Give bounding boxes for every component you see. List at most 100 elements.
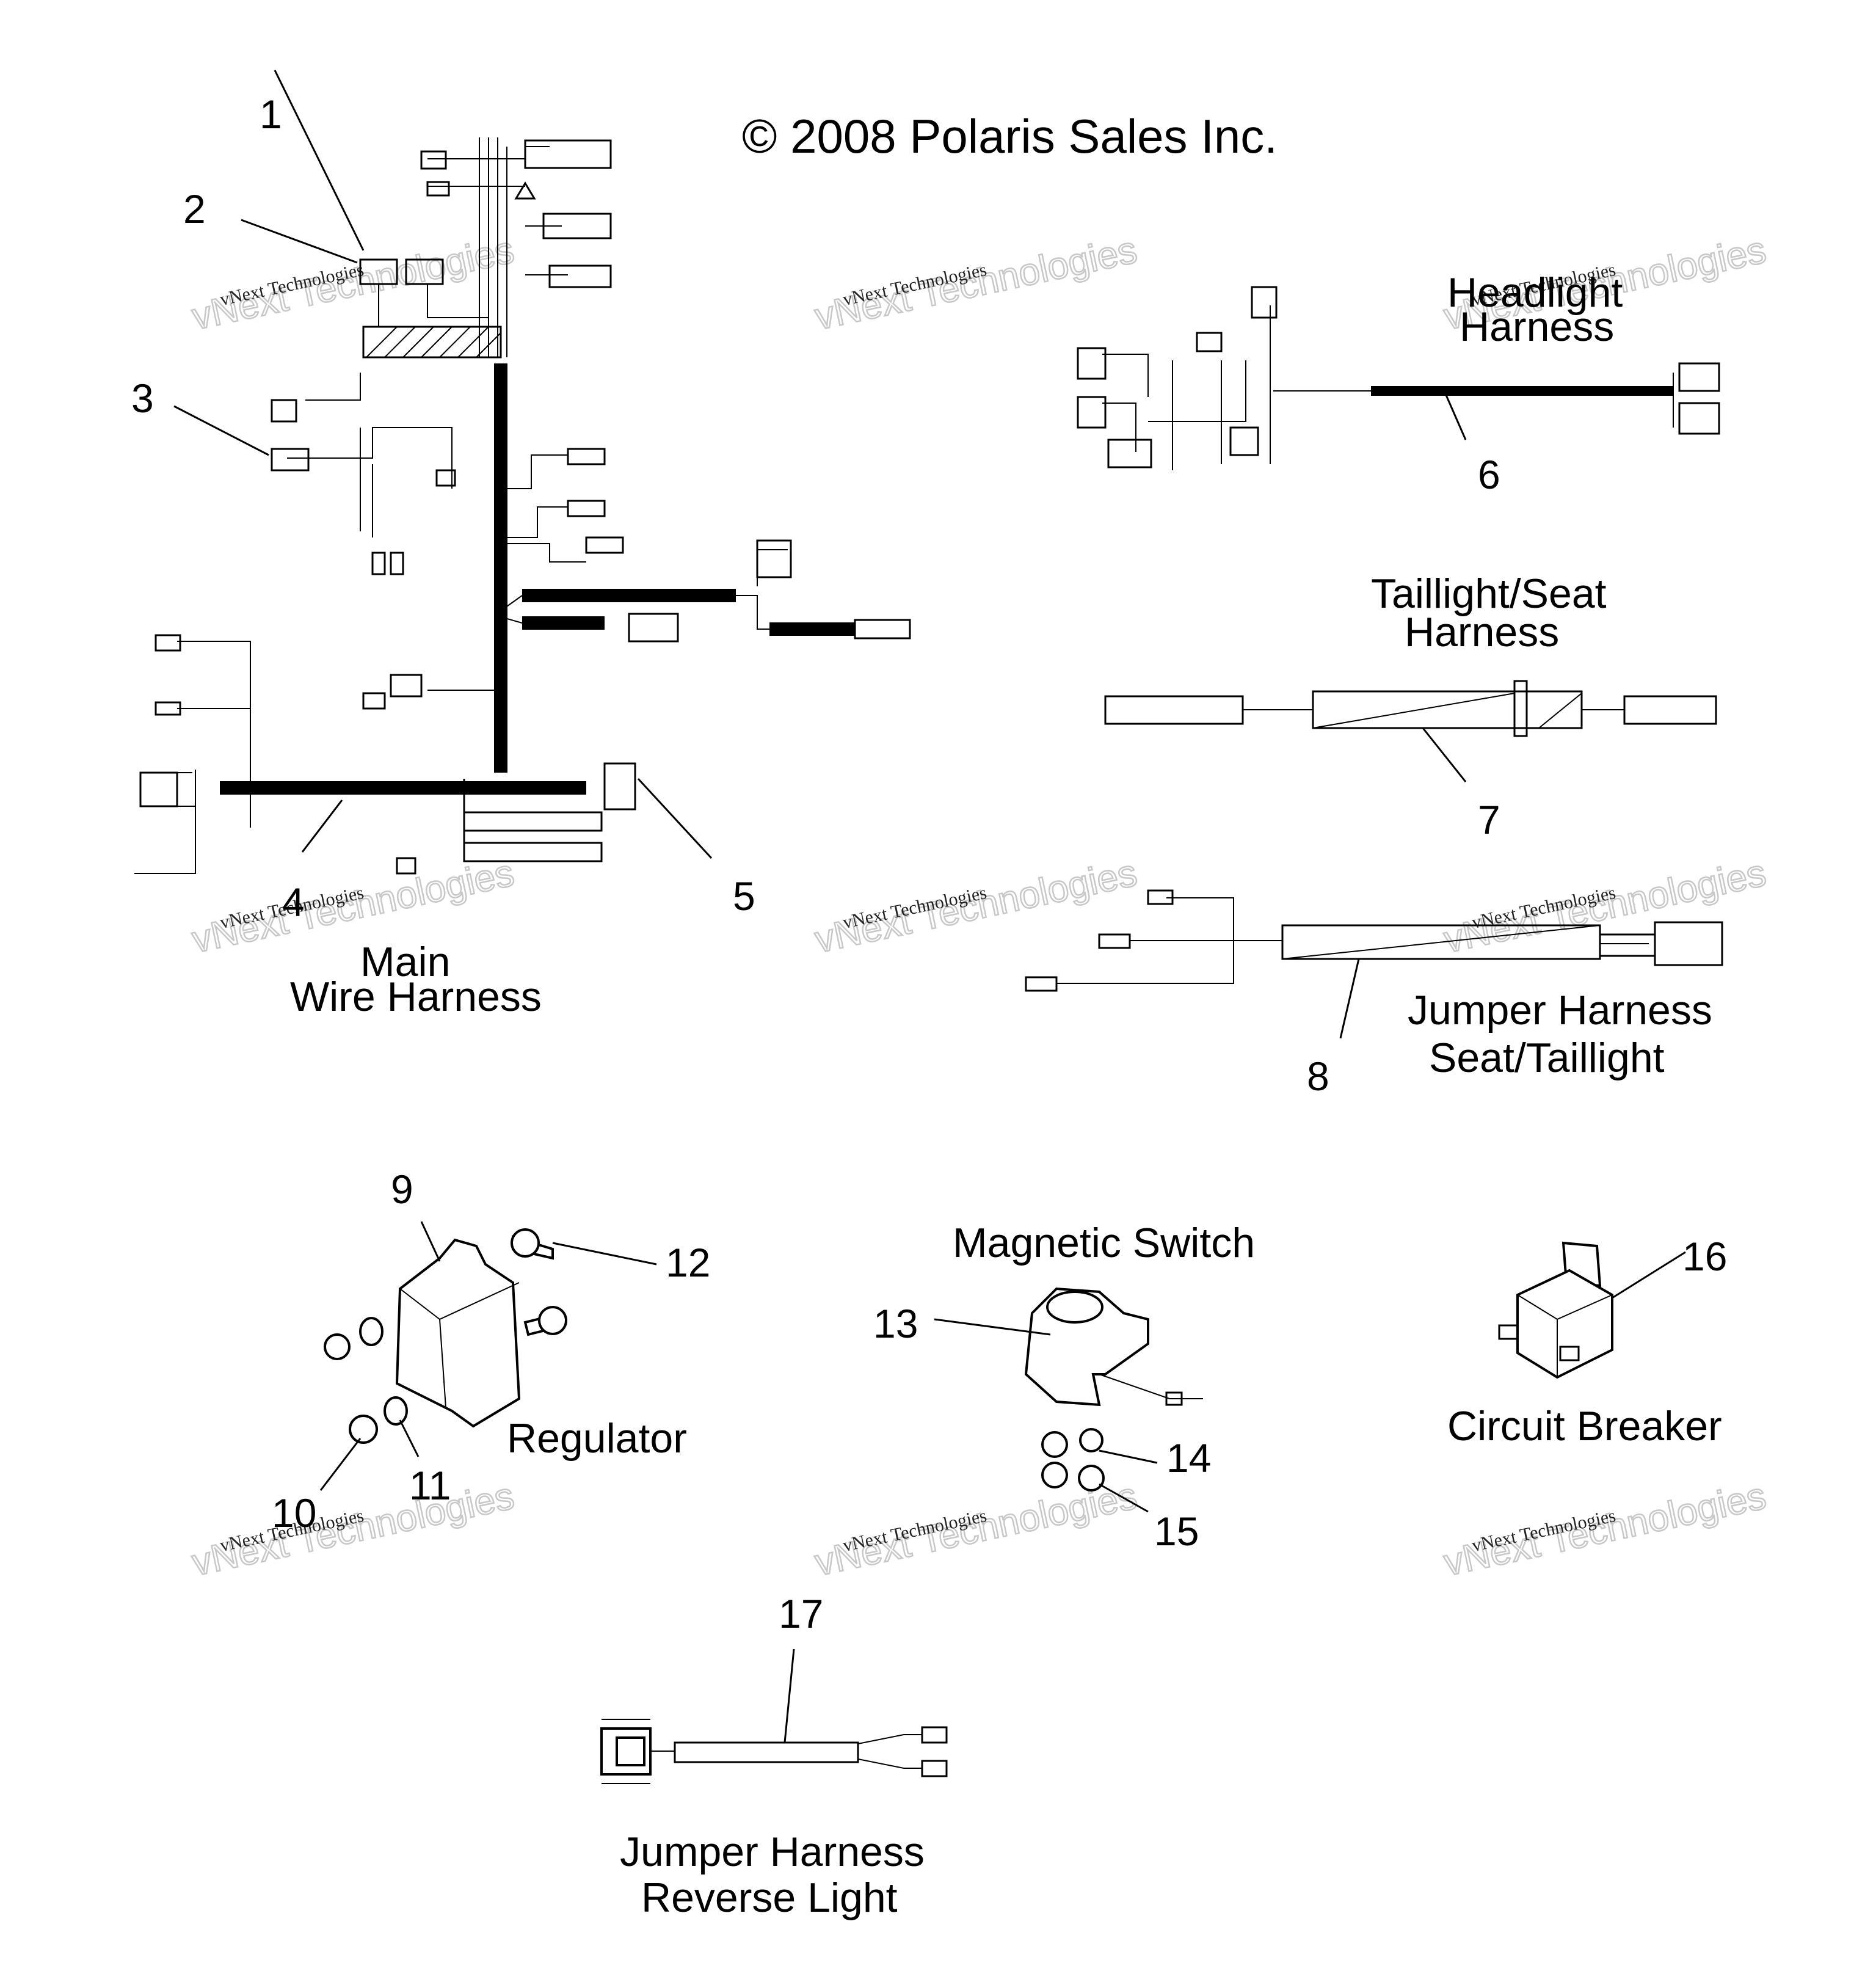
- connector-icon: [271, 448, 310, 472]
- connector-icon: [542, 213, 612, 239]
- callout-15: 15: [1154, 1509, 1199, 1554]
- copyright-notice: © 2008 Polaris Sales Inc.: [742, 109, 1278, 163]
- connector-icon: [1229, 426, 1259, 456]
- connector-icon: [1623, 695, 1717, 725]
- watermark: vNext Technologies vNext Technologies: [1439, 851, 1770, 962]
- terminal-icon: [1498, 1324, 1519, 1340]
- jumper-reverse-title-line1: Jumper Harness: [620, 1829, 925, 1875]
- connector-icon: [1104, 695, 1244, 725]
- nut-icon: [324, 1333, 351, 1360]
- regulator-title: Regulator: [507, 1415, 687, 1462]
- callout-11: 11: [409, 1463, 451, 1508]
- warning-icon: [514, 181, 536, 200]
- connector-icon: [396, 857, 416, 875]
- terminal-icon: [921, 1726, 948, 1744]
- connector-icon: [1678, 402, 1720, 435]
- regulator: Regulator: [319, 1221, 687, 1491]
- taillight-harness-title-line2: Harness: [1405, 609, 1559, 655]
- callout-2: 2: [183, 186, 206, 231]
- connector-icon: [420, 150, 447, 170]
- connector-icon: [548, 264, 612, 288]
- connector-icon: [426, 181, 450, 197]
- watermark-outline: vNext Technologies: [1441, 852, 1770, 961]
- magnetic-switch-title: Magnetic Switch: [953, 1220, 1255, 1266]
- callout-9: 9: [391, 1167, 413, 1212]
- connector-icon: [628, 613, 679, 643]
- callout-3: 3: [131, 376, 154, 421]
- nut-icon: [1041, 1462, 1068, 1488]
- terminal-icon: [921, 1760, 948, 1777]
- connector-icon: [1077, 396, 1107, 429]
- magnetic-switch: Magnetic Switch: [934, 1220, 1255, 1513]
- connector-icon: [1678, 362, 1720, 392]
- regulator-icon: [395, 1238, 521, 1428]
- connector-icon: [1196, 332, 1223, 352]
- taillight-seat-harness: Taillight/Seat Harness: [1104, 570, 1717, 782]
- bolt-head-icon: [511, 1228, 540, 1258]
- connector-icon: [1165, 1391, 1183, 1406]
- watermark-outline: vNext Technologies: [189, 229, 518, 338]
- main-harness-title-line1: Main: [360, 939, 450, 985]
- connector-icon: [155, 634, 181, 652]
- connector-icon: [756, 539, 792, 578]
- callout-8: 8: [1307, 1054, 1329, 1099]
- connector-icon: [585, 536, 624, 554]
- taillight-harness-title-line1: Taillight/Seat: [1371, 570, 1607, 617]
- harness-sleeve: [674, 1741, 859, 1763]
- watermark: vNext Technologies vNext Technologies: [810, 851, 1141, 962]
- circuit-breaker-icon: [1516, 1269, 1613, 1379]
- connector-icon: [1025, 976, 1058, 992]
- washer-icon: [1079, 1428, 1103, 1452]
- callout-14: 14: [1166, 1435, 1211, 1481]
- watermark: vNext Technologies vNext Technologies: [187, 851, 518, 962]
- connector-icon: [1077, 347, 1107, 380]
- fuse-block-icon: [139, 771, 178, 807]
- watermark-outline: vNext Technologies: [189, 1475, 518, 1584]
- jumper-harness-seat-taillight: Jumper Harness Seat/Taillight: [1025, 889, 1723, 1081]
- headlight-harness-title-line1: Headlight: [1447, 269, 1623, 316]
- jumper-harness-reverse-light: Jumper Harness Reverse Light: [600, 1649, 948, 1921]
- watermark-outline: vNext Technologies: [1441, 1475, 1770, 1584]
- headlight-harness-title-line2: Harness: [1460, 304, 1614, 350]
- washer-icon: [384, 1396, 408, 1426]
- connector-icon: [1251, 286, 1278, 319]
- callout-numbers: 1 2 3 4 5 6 7 8 9 10 11 12 13 14 15 16 1…: [131, 92, 1727, 1636]
- circuit-breaker-title: Circuit Breaker: [1447, 1403, 1722, 1449]
- nut-icon: [1078, 1465, 1105, 1492]
- connector-icon: [390, 674, 423, 698]
- harness-sleeve: [1312, 690, 1583, 729]
- main-harness-title-line2: Wire Harness: [290, 974, 542, 1020]
- terminal-icon: [1559, 1346, 1580, 1361]
- connector-icon: [524, 139, 612, 169]
- connector-icon: [371, 552, 386, 575]
- connector-icon: [390, 552, 404, 575]
- jumper-seat-title-line2: Seat/Taillight: [1429, 1035, 1665, 1081]
- connector-icon: [1599, 933, 1656, 957]
- hatched-base-plate: [362, 326, 502, 359]
- connector-icon: [1107, 439, 1152, 468]
- callout-5: 5: [733, 873, 755, 919]
- washer-icon: [1041, 1431, 1068, 1458]
- callout-7: 7: [1478, 797, 1500, 842]
- callout-1: 1: [260, 92, 282, 137]
- connector-icon: [567, 448, 606, 465]
- callout-6: 6: [1478, 452, 1500, 497]
- jumper-seat-title-line1: Jumper Harness: [1408, 987, 1712, 1033]
- connector-icon: [567, 500, 606, 517]
- watermark: vNext Technologies vNext Technologies: [1439, 1474, 1770, 1585]
- callout-13: 13: [873, 1301, 918, 1346]
- callout-10: 10: [272, 1490, 316, 1536]
- connector-icon: [854, 619, 911, 639]
- connector-icon: [1654, 921, 1723, 966]
- watermark: vNext Technologies vNext Technologies: [810, 228, 1141, 339]
- connector-icon: [603, 762, 636, 811]
- bolt-head-icon: [538, 1306, 567, 1335]
- callout-17: 17: [779, 1591, 823, 1636]
- watermark-outline: vNext Technologies: [812, 852, 1141, 961]
- watermark-outline: vNext Technologies: [812, 229, 1141, 338]
- jumper-reverse-title-line2: Reverse Light: [641, 1874, 898, 1921]
- nut-icon: [349, 1415, 378, 1444]
- connector-icon: [362, 692, 386, 710]
- connector-icon: [1147, 889, 1174, 905]
- washer-icon: [359, 1317, 384, 1346]
